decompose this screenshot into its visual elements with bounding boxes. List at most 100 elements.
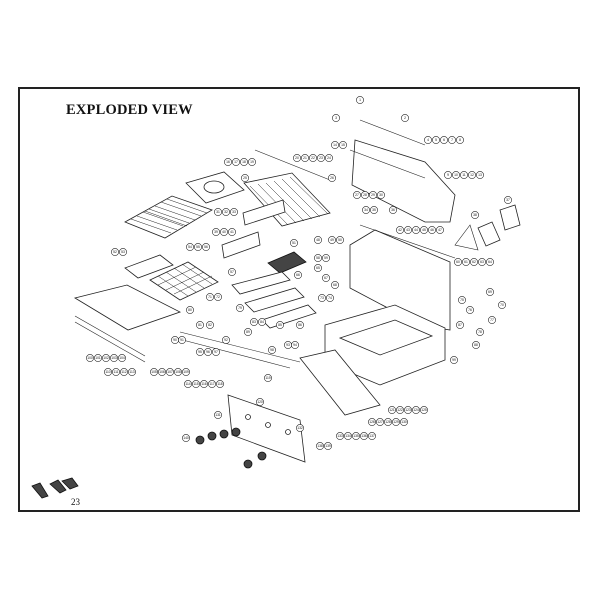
callout-94: 94: [291, 341, 299, 349]
callout-circle: [470, 258, 478, 266]
callout-circle: [158, 368, 166, 376]
callout-30: 30: [377, 191, 385, 199]
callout-circle: [290, 239, 298, 247]
callout-61: 61: [462, 258, 470, 266]
callout-label: 77: [490, 318, 494, 322]
callout-51: 51: [290, 239, 298, 247]
callout-circle: [476, 171, 484, 179]
callout-label: 98: [270, 348, 274, 352]
callout-70: 70: [498, 301, 506, 309]
callout-circle: [450, 356, 458, 364]
callout-circle: [326, 294, 334, 302]
callout-label: 27: [355, 193, 359, 197]
callout-label: 71: [208, 295, 212, 299]
callout-8: 8: [456, 136, 464, 144]
callout-label: 58: [316, 256, 320, 260]
callout-circle: [325, 154, 333, 162]
callout-label: 60: [456, 260, 460, 264]
callout-circle: [112, 368, 120, 376]
callout-label: 73: [320, 296, 324, 300]
callout-circle: [332, 114, 340, 122]
callout-24: 24: [325, 154, 333, 162]
callout-69: 69: [486, 288, 494, 296]
callout-131: 131: [214, 411, 222, 419]
callout-label: 26: [330, 176, 334, 180]
callout-circle: [466, 306, 474, 314]
callout-63: 63: [478, 258, 486, 266]
callout-label: 54: [188, 245, 192, 249]
callout-98: 98: [268, 346, 276, 354]
callout-78: 78: [476, 328, 484, 336]
callout-circle: [296, 321, 304, 329]
callout-label: 83: [252, 320, 256, 324]
callout-37: 37: [504, 196, 512, 204]
callout-label: 38: [473, 213, 477, 217]
callout-label: 62: [472, 260, 476, 264]
callout-circle: [293, 154, 301, 162]
callout-66: 66: [294, 271, 302, 279]
callout-96: 96: [204, 348, 212, 356]
callout-circle: [166, 368, 174, 376]
callout-101: 101: [94, 354, 102, 362]
callout-label: 31: [216, 210, 220, 214]
callout-circle: [232, 158, 240, 166]
callout-circle: [339, 141, 347, 149]
callout-circle: [316, 442, 324, 450]
callout-label: 50: [338, 238, 342, 242]
callout-circle: [192, 380, 200, 388]
callout-49: 49: [328, 236, 336, 244]
callout-label: 134: [345, 434, 351, 438]
callout-label: 63: [480, 260, 484, 264]
callout-label: 107: [167, 370, 173, 374]
callout-43: 43: [404, 226, 412, 234]
callout-47: 47: [436, 226, 444, 234]
callout-139: 139: [324, 442, 332, 450]
callout-label: 29: [371, 193, 375, 197]
callout-label: 2: [404, 116, 406, 120]
callout-label: 136: [361, 434, 367, 438]
callout-label: 46: [430, 228, 434, 232]
callout-circle: [396, 226, 404, 234]
callout-circle: [404, 226, 412, 234]
callout-circle: [400, 418, 408, 426]
callout-105: 105: [150, 368, 158, 376]
callout-label: 36: [391, 208, 395, 212]
callout-label: 110: [105, 370, 110, 374]
callout-53: 53: [119, 248, 127, 256]
callout-circle: [344, 432, 352, 440]
callout-label: 128: [385, 420, 391, 424]
callout-circle: [462, 258, 470, 266]
callout-label: 4: [427, 138, 429, 142]
callout-label: 43: [406, 228, 410, 232]
callout-label: 92: [224, 338, 228, 342]
callout-36: 36: [389, 206, 397, 214]
callout-circle: [102, 354, 110, 362]
callout-103: 103: [110, 354, 118, 362]
callout-circle: [428, 226, 436, 234]
callout-circle: [230, 208, 238, 216]
callout-32: 32: [222, 208, 230, 216]
callout-label: 127: [377, 420, 383, 424]
callout-130: 130: [400, 418, 408, 426]
callout-label: 114: [185, 382, 190, 386]
callout-label: 40: [222, 230, 226, 234]
callout-26: 26: [328, 174, 336, 182]
callout-circle: [120, 368, 128, 376]
callout-45: 45: [420, 226, 428, 234]
callout-label: 39: [214, 230, 218, 234]
callout-label: 121: [389, 408, 395, 412]
callout-14: 14: [331, 141, 339, 149]
callout-label: 123: [405, 408, 411, 412]
callout-31: 31: [214, 208, 222, 216]
callout-62: 62: [470, 258, 478, 266]
callout-circle: [456, 136, 464, 144]
callout-circle: [178, 336, 186, 344]
callout-label: 18: [242, 160, 246, 164]
callout-label: 61: [464, 260, 468, 264]
callout-circle: [436, 226, 444, 234]
callout-22: 22: [309, 154, 317, 162]
callout-label: 140: [183, 436, 189, 440]
callout-circle: [432, 136, 440, 144]
callout-label: 122: [397, 408, 403, 412]
